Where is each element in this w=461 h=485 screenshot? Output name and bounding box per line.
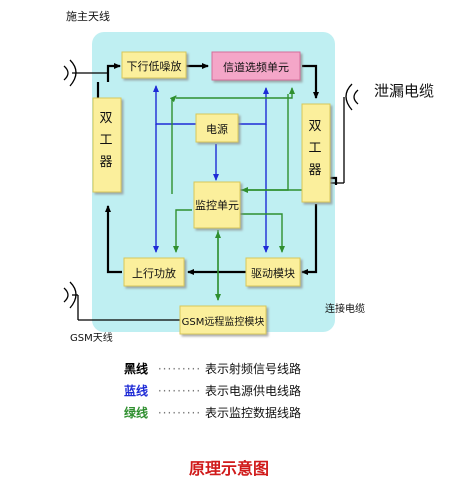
gsm-monitor-label: GSM远程监控模块 <box>182 315 265 328</box>
duplexer-right-text: 双工器 <box>308 116 324 182</box>
legend-row-rf: 黑线 ········· 表示射频信号线路 <box>124 360 301 377</box>
legend-dots-rf: ········· <box>157 362 202 376</box>
legend-key-data: 绿线 <box>124 406 149 420</box>
gsm-antenna-icon <box>63 281 180 321</box>
legend-desc-rf: 表示射频信号线路 <box>205 362 302 376</box>
donor-antenna-icon <box>63 59 108 87</box>
legend-key-rf: 黑线 <box>124 362 149 376</box>
driver-label: 驱动模块 <box>251 267 295 280</box>
legend-desc-data: 表示监控数据线路 <box>205 406 302 420</box>
duplexer-left-text: 双工器 <box>99 108 115 174</box>
power-block <box>195 113 239 143</box>
uplink-pa-label: 上行功放 <box>132 266 176 280</box>
data-lines <box>169 87 304 301</box>
downlink-lna-label: 下行低噪放 <box>127 59 182 73</box>
legend-dots-data: ········· <box>157 406 202 420</box>
legend-desc-power: 表示电源供电线路 <box>205 384 302 398</box>
duplexer-left-chars: 双工器 <box>99 111 113 170</box>
channel-select-label: 信道选频单元 <box>223 60 289 74</box>
uplink-pa-block <box>123 257 185 287</box>
legend-key-power: 蓝线 <box>124 384 149 398</box>
legend-dots-power: ········· <box>157 384 202 398</box>
power-lines <box>153 85 269 253</box>
power-label: 电源 <box>206 122 228 136</box>
diagram-caption: 原理示意图 <box>189 459 270 478</box>
leaky-cable-label: 泄漏电缆 <box>374 82 435 100</box>
donor-antenna-label: 施主天线 <box>66 10 110 23</box>
driver-block <box>245 257 301 287</box>
downlink-lna-block <box>121 51 187 79</box>
legend-row-power: 蓝线 ········· 表示电源供电线路 <box>124 382 301 399</box>
legend-row-data: 绿线 ········· 表示监控数据线路 <box>124 404 301 421</box>
gsm-monitor-block <box>179 305 267 335</box>
monitor-block <box>193 181 241 229</box>
monitor-label: 监控单元 <box>195 198 239 212</box>
channel-select-block <box>211 51 301 81</box>
duplexer-right-block <box>301 103 331 203</box>
duplexer-right-chars: 双工器 <box>308 119 322 178</box>
connect-cable-label: 连接电缆 <box>325 304 365 315</box>
gsm-antenna-label: GSM天线 <box>70 333 113 344</box>
duplexer-left-block <box>92 97 122 193</box>
